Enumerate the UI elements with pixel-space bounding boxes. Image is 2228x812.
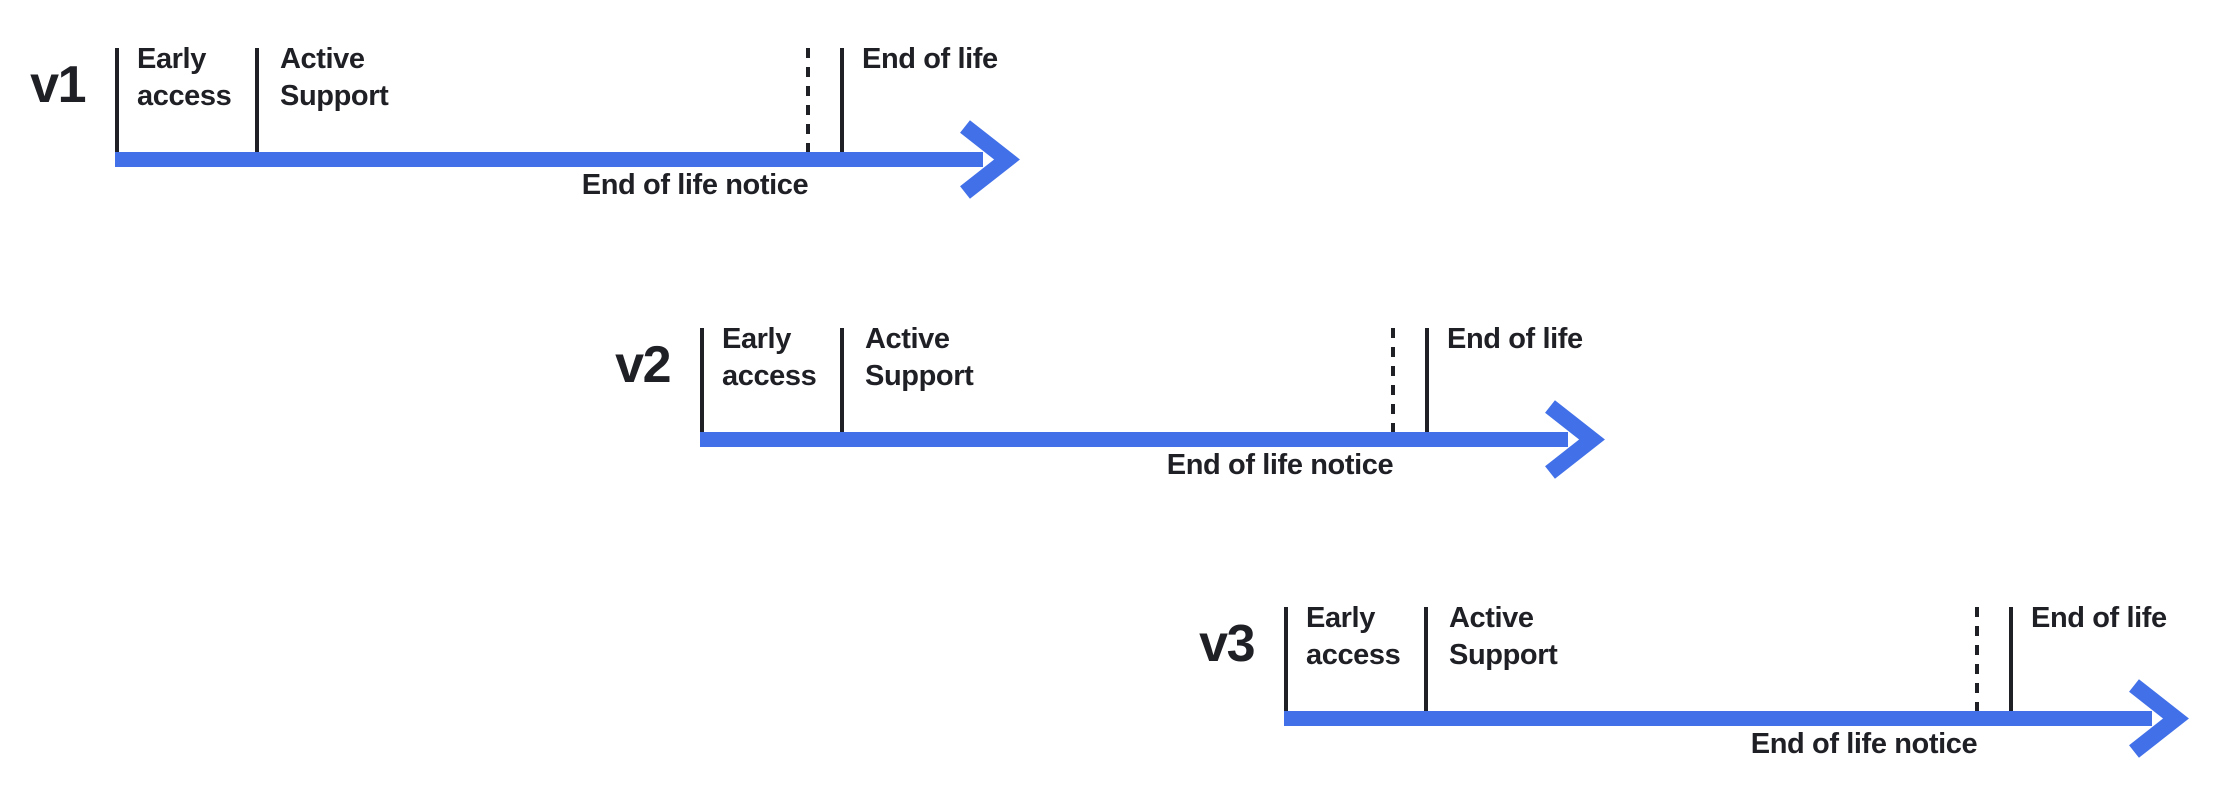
end-of-life-notice-label: End of life notice	[581, 169, 809, 201]
arrow-head-icon	[2129, 679, 2189, 758]
active-support-label: Active Support	[1449, 602, 1558, 671]
end-of-life-notice-label: End of life notice	[1750, 728, 1978, 760]
version-label-v3: v3	[1199, 615, 1255, 673]
active-support-label: Active Support	[280, 43, 389, 112]
end-of-life-notice-label: End of life notice	[1166, 449, 1394, 481]
early-access-label: Early access	[1306, 602, 1401, 671]
early-access-label: Early access	[137, 43, 232, 112]
arrow-head-icon	[960, 120, 1020, 199]
timeline-graphic-v3	[1284, 607, 2189, 758]
timeline-graphic-v2	[700, 328, 1605, 479]
end-of-life-label: End of life	[1447, 323, 1583, 355]
arrow-head-icon	[1545, 400, 1605, 479]
timeline-graphic-v1	[115, 48, 1020, 199]
active-support-label: Active Support	[865, 323, 974, 392]
version-label-v1: v1	[30, 56, 86, 114]
arrow-shaft	[115, 152, 983, 167]
version-label-v2: v2	[615, 336, 671, 394]
early-access-label: Early access	[722, 323, 817, 392]
end-of-life-label: End of life	[862, 43, 998, 75]
arrow-shaft	[1284, 711, 2152, 726]
arrow-shaft	[700, 432, 1568, 447]
end-of-life-label: End of life	[2031, 602, 2167, 634]
